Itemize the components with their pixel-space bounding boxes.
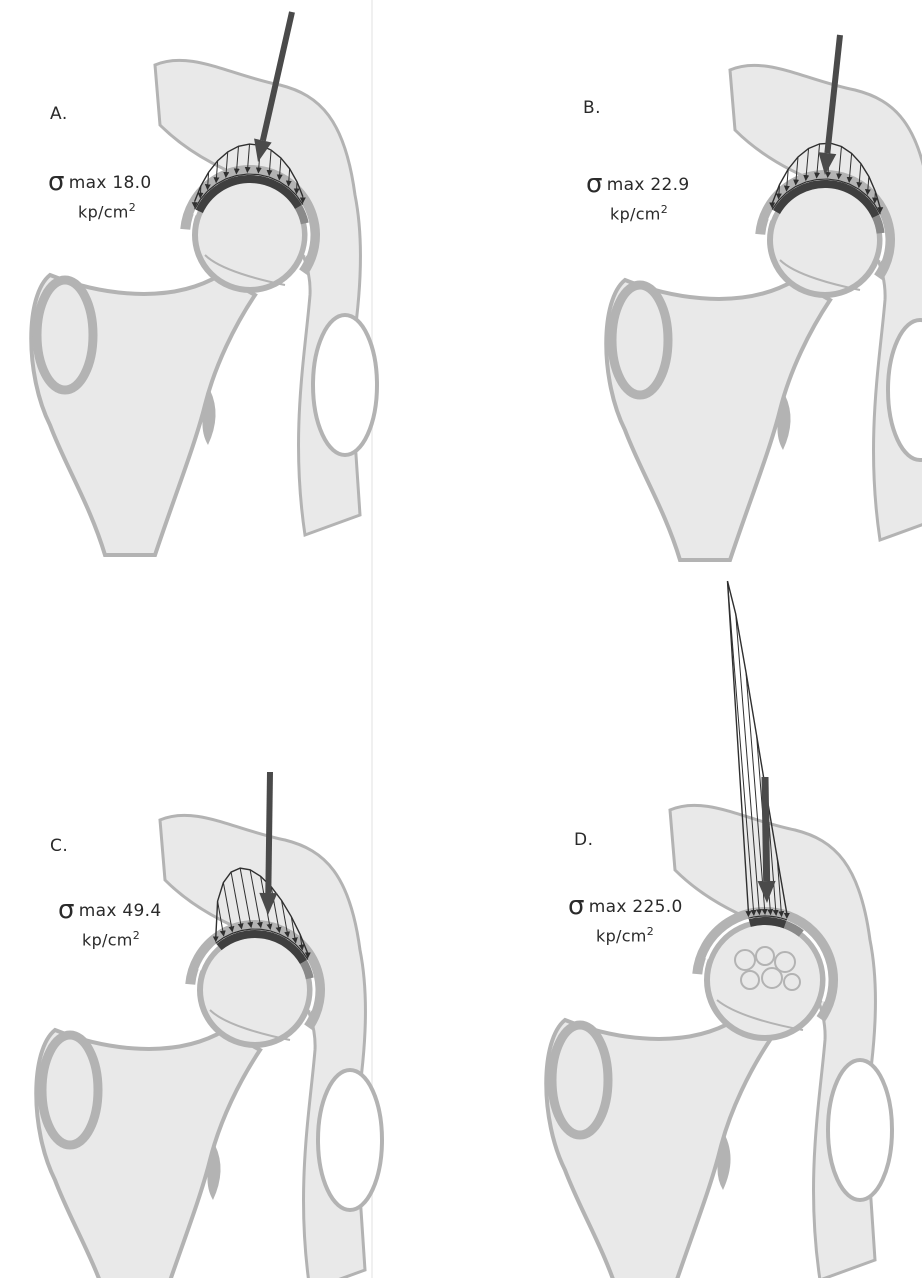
panel-a-unit-exponent: 2 (129, 201, 136, 214)
greater-trochanter (42, 1035, 98, 1145)
greater-trochanter (37, 280, 93, 390)
panel-d-sigma-symbol: σ (568, 891, 585, 921)
panel-d-stress-unit: kp/cm (596, 926, 647, 945)
panel-c-stress-label: σmax 49.4 kp/cm2 (58, 894, 161, 950)
panel-b-stress-label: σmax 22.9 kp/cm2 (586, 168, 689, 224)
panel-a-sigma-symbol: σ (48, 167, 65, 197)
resultant-force-arrow (765, 777, 767, 881)
panel-b-stress-unit: kp/cm (610, 204, 661, 223)
panel-c-illustration (36, 772, 382, 1278)
loaded-cartilage-band (750, 921, 785, 925)
panel-a-stress-unit: kp/cm (78, 202, 129, 221)
panel-c-unit-exponent: 2 (133, 929, 140, 942)
panel-b-sigma-symbol: σ (586, 169, 603, 199)
panel-c-sigma-symbol: σ (58, 895, 75, 925)
cartilage-band-fade (876, 216, 881, 233)
panel-d-label: D. (574, 832, 594, 849)
panel-b-label: B. (583, 100, 601, 117)
panel-b-illustration (606, 35, 922, 560)
panel-c-stress-value: max 49.4 (79, 901, 162, 921)
panel-c-stress-unit: kp/cm (82, 930, 133, 949)
greater-trochanter (612, 285, 668, 395)
obturator-ring (828, 1060, 892, 1200)
stress-vector-line (296, 182, 297, 194)
panel-d-stress-value: max 225.0 (589, 897, 683, 917)
panel-a-label: A. (50, 106, 68, 123)
resultant-force-arrow (268, 772, 270, 893)
obturator-ring (313, 315, 377, 455)
panel-d-unit-exponent: 2 (647, 925, 654, 938)
greater-trochanter (552, 1025, 608, 1135)
panel-a-illustration (31, 12, 377, 555)
obturator-ring (318, 1070, 382, 1210)
panel-b-stress-value: max 22.9 (607, 175, 690, 195)
panel-a-stress-value: max 18.0 (69, 173, 152, 193)
panel-b-unit-exponent: 2 (661, 203, 668, 216)
panel-c-label: C. (50, 838, 68, 855)
